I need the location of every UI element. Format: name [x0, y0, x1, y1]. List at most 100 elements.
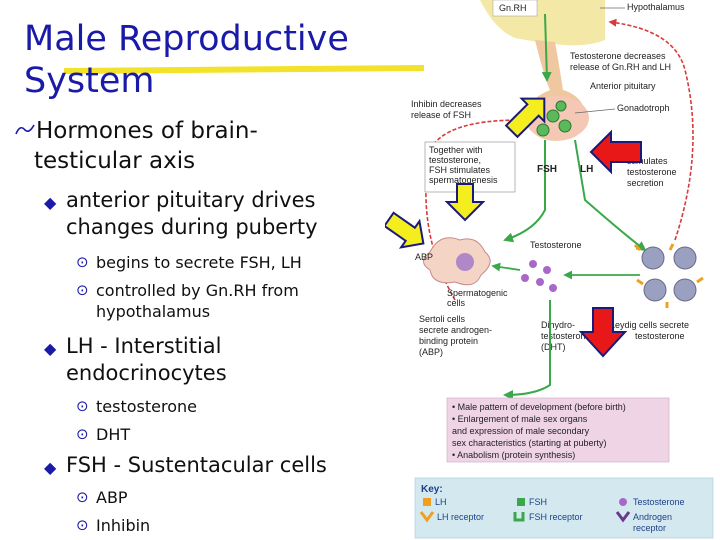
leydig-cell-1: [641, 246, 665, 270]
together-label-3: FSH stimulates: [429, 165, 491, 175]
testosterone-effects-arrow: [503, 300, 551, 400]
fsh-label: FSH: [537, 164, 557, 175]
yellow-arrow-fsh: [444, 183, 486, 222]
item-controlled: ⊙ controlled by Gn.RH from hypothalamus: [76, 280, 356, 322]
lh-label: LH: [580, 164, 593, 175]
gnrh-label: Gn.RH: [499, 3, 527, 13]
sertoli-label-4: (ABP): [419, 347, 443, 357]
bullet-hormones-line-1: Hormones of brain-: [36, 118, 258, 144]
stimulates-label-3: secretion: [627, 178, 664, 188]
item-dht: ⊙ DHT: [76, 424, 356, 445]
leydig-cell-4: [673, 278, 697, 302]
gonadotroph-pointer: [574, 108, 616, 114]
sertoli-label-1: Sertoli cells: [419, 314, 466, 324]
effects-box: [446, 397, 670, 463]
dht-label-3: (DHT): [541, 342, 566, 352]
key-lh-receptor-label: LH receptor: [437, 512, 484, 522]
red-arrow-dht: [578, 307, 628, 358]
gnrh-label-box: [492, 0, 538, 17]
sertoli-label-3: binding protein: [419, 336, 478, 346]
inhibin-label-1: Inhibin decreases: [411, 99, 482, 109]
key-lh-label: LH: [435, 497, 447, 507]
lh-path: [574, 139, 647, 252]
red-arrow-lh: [589, 129, 642, 175]
gonadotroph-cell-4: [555, 100, 567, 112]
gonadotroph-label: Gonadotroph: [617, 103, 670, 113]
gonadotroph-cell-1: [546, 109, 560, 123]
yellow-arrow-gonadotroph: [504, 97, 546, 139]
testosterone-molecule-2: [543, 266, 551, 274]
anterior-pituitary-label: Anterior pituitary: [590, 81, 656, 91]
item-inhibin: ⊙ Inhibin: [76, 515, 356, 536]
sub-bullet-1-line-2: changes during puberty: [66, 215, 318, 239]
testo-decreases-label-1: Testosterone decreases: [570, 51, 666, 61]
together-label-4: spermatogenesis: [429, 175, 498, 185]
key-lh-swatch: [423, 498, 431, 506]
key-fsh-swatch: [517, 498, 525, 506]
testosterone-molecule-5: [549, 284, 557, 292]
bullet-hormones-line-2: testicular axis: [34, 148, 196, 174]
testosterone-molecule-4: [521, 274, 529, 282]
sertoli-nucleus: [456, 253, 474, 271]
diamond-bullet-icon: ◆: [44, 193, 57, 212]
leydig-label-1: Leydig cells secrete: [610, 320, 689, 330]
sub-bullet-3-line-1: FSH - Sustentacular cells: [66, 453, 327, 477]
bullet-hormones: Hormones of brain- testicular axis: [14, 116, 314, 176]
key-androgen-label-1: Androgen: [633, 512, 672, 522]
item-dht-text: DHT: [96, 425, 131, 444]
testo-decreases-label-2: release of Gn.RH and LH: [570, 62, 671, 72]
key-fsh-receptor-label: FSH receptor: [529, 512, 583, 522]
slide-title: Male Reproductive System: [24, 18, 404, 102]
item-testosterone-text: testosterone: [96, 397, 197, 416]
leydig-label-2: testosterone: [635, 331, 685, 341]
testosterone-to-sertoli-arrow: [491, 262, 521, 272]
sub-bullet-lh: ◆ LH - Interstitial endocrinocytes: [44, 333, 356, 387]
dht-label-2: testosterone: [541, 331, 591, 341]
together-label-1: Together with: [429, 145, 483, 155]
effect-5: • Anabolism (protein synthesis): [452, 450, 575, 460]
testosterone-center-label: Testosterone: [530, 240, 582, 250]
effect-3: and expression of male secondary: [452, 426, 590, 436]
diamond-bullet-icon: ◆: [44, 458, 57, 477]
bullet-swirl-icon: [15, 124, 35, 135]
sub-bullet-fsh: ◆ FSH - Sustentacular cells: [44, 452, 356, 479]
effect-2: • Enlargement of male sex organs: [452, 414, 588, 424]
gonadotroph-cell-3: [536, 123, 550, 137]
gonadotroph-cell-2: [558, 119, 572, 133]
brain-testicular-axis-diagram: Gn.RH Hypothalamus Testosterone decrease…: [385, 0, 714, 539]
fsh-path: [503, 140, 546, 243]
sertoli-label-2: secrete androgen-: [419, 325, 492, 335]
key-androgen-label-2: receptor: [633, 523, 666, 533]
target-bullet-icon: ⊙: [76, 516, 89, 534]
sub-bullet-anterior-pituitary: ◆ anterior pituitary drives changes duri…: [44, 187, 356, 241]
leydig-receptor-marks: [633, 243, 704, 308]
spermatogenic-label-1: Spermatogenic: [447, 288, 508, 298]
key-androgen-receptor-icon: [615, 511, 631, 523]
key-testosterone-swatch: [619, 498, 627, 506]
target-bullet-icon: ⊙: [76, 425, 89, 443]
leydig-cell-2: [673, 246, 697, 270]
title-line-1: Male Reproductive: [24, 19, 349, 59]
item-testosterone: ⊙ testosterone: [76, 396, 356, 417]
item-inhibin-text: Inhibin: [96, 516, 151, 535]
title-underline-highlight: [64, 65, 424, 74]
sub-bullet-2-line-2: endocrinocytes: [66, 361, 227, 385]
together-label-2: testosterone,: [429, 155, 481, 165]
item-controlled-text: controlled by Gn.RH from: [96, 281, 299, 300]
testosterone-molecule-1: [529, 260, 537, 268]
key-fsh-label: FSH: [529, 497, 547, 507]
sub-bullet-1-line-1: anterior pituitary drives: [66, 188, 316, 212]
target-bullet-icon: ⊙: [76, 281, 89, 299]
key-fsh-receptor-icon: [513, 512, 525, 522]
testosterone-molecule-3: [536, 278, 544, 286]
stimulates-label-2: testosterone: [627, 167, 677, 177]
gnrh-stimulation-arrow: [541, 13, 552, 82]
key-lh-receptor-icon: [419, 511, 435, 523]
item-begins: ⊙ begins to secrete FSH, LH: [76, 252, 356, 273]
hypothalamus-label: Hypothalamus: [627, 2, 685, 12]
sub-bullet-2-line-1: LH - Interstitial: [66, 334, 222, 358]
spermatogenic-label-2: cells: [447, 298, 466, 308]
leydig-cell-3: [643, 278, 667, 302]
item-abp: ⊙ ABP: [76, 487, 356, 508]
